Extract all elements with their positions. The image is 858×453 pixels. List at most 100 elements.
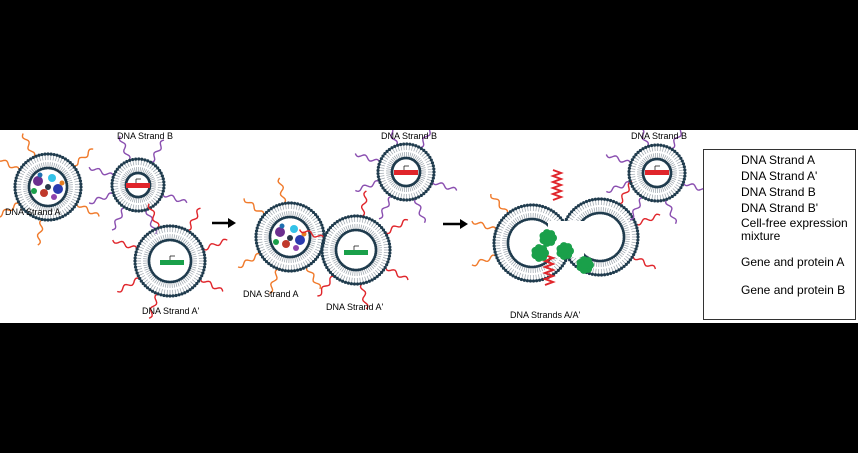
mixture-particle xyxy=(53,184,63,194)
dna-strand xyxy=(0,202,20,218)
vesicle-strand-b-1 xyxy=(88,135,188,235)
mixture-particle xyxy=(287,235,293,241)
dna-strand xyxy=(199,278,224,292)
dna-strand xyxy=(635,213,661,226)
mixture-particle xyxy=(282,240,290,248)
dna-strand xyxy=(384,266,409,281)
dna-strand xyxy=(269,268,279,295)
dna-strand xyxy=(629,196,644,221)
legend-label-strand-a-prime: DNA Strand A' xyxy=(741,169,818,183)
dna-strand xyxy=(471,254,497,267)
vesicle-strand-b-2 xyxy=(354,130,458,223)
label-strand-a-2: DNA Strand A xyxy=(243,289,299,299)
mixture-particle xyxy=(37,172,43,178)
dna-strand xyxy=(147,203,160,229)
label-strand-a-prime-2: DNA Strand A' xyxy=(326,302,384,312)
mixture-particle xyxy=(48,174,56,182)
dna-strand xyxy=(21,133,36,158)
gene-bar xyxy=(394,170,418,175)
vesicle-strand-a-prime-2 xyxy=(298,190,409,310)
mixture-particle xyxy=(290,225,298,233)
dna-strand xyxy=(606,180,631,194)
mixture-particle xyxy=(295,235,305,245)
mixture-particle xyxy=(59,180,65,186)
dna-strand xyxy=(75,203,100,217)
dna-strand xyxy=(88,166,115,177)
label-strands-fused: DNA Strands A/A' xyxy=(510,310,581,320)
dna-strand xyxy=(431,181,458,191)
dna-strand xyxy=(243,198,265,216)
mixture-particle xyxy=(31,188,37,194)
label-strand-a-1: DNA Strand A xyxy=(5,207,61,217)
dna-strand xyxy=(305,266,322,290)
dna-strand xyxy=(298,229,325,239)
legend-label-gene-protein-b: Gene and protein B xyxy=(741,283,846,297)
dna-strand xyxy=(664,199,678,224)
hybrid-strand xyxy=(550,169,564,201)
dna-strand xyxy=(378,195,393,220)
process-arrow xyxy=(212,218,236,228)
dna-strand xyxy=(36,218,44,246)
dna-strand xyxy=(618,180,633,205)
legend-label-strand-b: DNA Strand B xyxy=(741,185,816,199)
label-strand-b-1: DNA Strand B xyxy=(117,131,174,141)
mixture-particle xyxy=(51,194,57,200)
dna-strand xyxy=(413,198,427,223)
mixture-particle xyxy=(279,223,285,229)
dna-strand xyxy=(88,192,114,205)
dna-strand xyxy=(317,275,335,297)
dna-strand xyxy=(117,277,140,293)
dna-strand xyxy=(419,130,431,149)
legend-label-strand-a: DNA Strand A xyxy=(741,153,816,167)
dna-strand xyxy=(490,193,509,214)
legend-label-mixture: Cell-free expression mixture xyxy=(741,216,848,243)
label-strand-a-prime-1: DNA Strand A' xyxy=(142,306,200,316)
dna-strand xyxy=(632,255,657,270)
dna-strand xyxy=(161,193,188,204)
dna-strand xyxy=(150,139,165,164)
dna-strand xyxy=(390,130,399,146)
mixture-particle xyxy=(273,239,279,245)
vesicle-strand-a-1 xyxy=(0,133,100,246)
dna-strand xyxy=(471,220,497,231)
fused-vesicle xyxy=(471,169,661,286)
legend-label-gene-protein-a: Gene and protein A xyxy=(741,255,845,269)
vesicle-strand-b-3 xyxy=(605,130,709,224)
vesicle-strand-a-prime-1 xyxy=(112,203,228,319)
dna-strand xyxy=(118,135,131,161)
legend: DNA Strand A DNA Strand A' DNA Strand B … xyxy=(703,149,856,320)
mixture-particle xyxy=(33,176,43,186)
gene-bar xyxy=(126,183,150,188)
label-strand-b-3: DNA Strand B xyxy=(631,131,688,141)
gene-bar xyxy=(344,250,368,255)
dna-strand xyxy=(605,154,632,164)
dna-strand xyxy=(277,177,287,204)
dna-strand xyxy=(237,252,261,269)
dna-strand xyxy=(355,179,380,193)
dna-strand xyxy=(73,148,94,167)
dna-strand xyxy=(112,239,138,250)
dna-strand xyxy=(0,159,21,171)
mixture-particle xyxy=(275,227,285,237)
mixture-particle xyxy=(45,184,51,190)
legend-label-strand-b-prime: DNA Strand B' xyxy=(741,201,818,215)
dna-strand xyxy=(670,130,682,150)
mixture-particle xyxy=(40,189,48,197)
dna-strand xyxy=(187,207,201,232)
figure-panel: DNA Strand A DNA Strand B DNA Strand A' … xyxy=(0,130,858,323)
dna-strand xyxy=(354,153,381,163)
dna-strand xyxy=(361,190,368,218)
vesicle-strand-a-2 xyxy=(237,177,326,295)
process-arrow xyxy=(443,219,468,229)
gene-bar xyxy=(160,260,184,265)
label-strand-b-2: DNA Strand B xyxy=(381,131,438,141)
dna-strand xyxy=(359,283,369,310)
dna-strand xyxy=(385,218,409,235)
dna-strand xyxy=(111,206,126,231)
hybrid-strand xyxy=(542,254,556,286)
gene-bar xyxy=(645,170,669,175)
dna-strand xyxy=(641,130,650,147)
dna-strand xyxy=(148,293,159,319)
dna-strand xyxy=(202,238,228,251)
mixture-particle xyxy=(293,245,299,251)
